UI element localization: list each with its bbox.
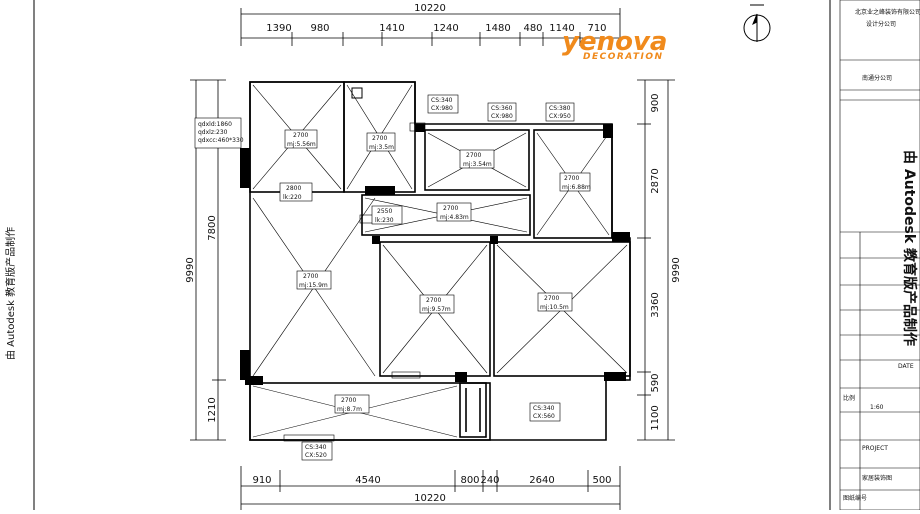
project-label: PROJECT xyxy=(862,445,888,452)
watermark-left: 由 Autodesk 教育版产品制作 xyxy=(4,227,17,360)
window3-cx: CX:950 xyxy=(549,113,571,120)
right-dim-5: 1100 xyxy=(650,405,661,430)
right-dim-3: 3360 xyxy=(650,292,661,317)
bottom-dim-5: 2640 xyxy=(529,475,554,486)
bottom-dim-6: 500 xyxy=(592,475,611,486)
small2-line2: lk:230 xyxy=(375,217,394,224)
hall-height: 2700 xyxy=(443,205,458,212)
hall-label-box xyxy=(436,202,472,222)
drawing-name: 家居装饰图 xyxy=(862,474,892,482)
small1-line2: lk:220 xyxy=(283,194,302,201)
scale-value: 1:60 xyxy=(870,404,884,411)
bed3-area: mj:10.5m xyxy=(540,304,569,311)
door-note-line2: qdxlz:230 xyxy=(198,129,228,136)
living-height: 2700 xyxy=(303,273,318,280)
bed3-height: 2700 xyxy=(544,295,559,302)
room1-height: 2700 xyxy=(293,132,308,139)
top-dim-1: 1390 xyxy=(266,23,291,34)
balcony-area: mj:8.7m xyxy=(337,406,362,413)
top-overall-dimension: 10220 xyxy=(414,3,446,14)
room2-height: 2700 xyxy=(372,135,387,142)
stamp-label: 图纸编号 xyxy=(843,494,867,502)
right-dimension-chain xyxy=(637,79,675,441)
window2-label-box xyxy=(487,102,517,122)
balcony-label-box xyxy=(334,394,370,414)
yenova-logo-sub: DECORATION xyxy=(583,52,664,62)
window1-cs: CS:340 xyxy=(431,97,453,104)
title-block xyxy=(839,0,920,511)
room2-area: mj:3.5m xyxy=(369,144,394,151)
bed2-label-box xyxy=(419,294,455,314)
top-dim-4: 1240 xyxy=(433,23,458,34)
bed3-label-box xyxy=(537,292,573,312)
top-dim-3: 1410 xyxy=(379,23,404,34)
branch-name: 南通分公司 xyxy=(862,74,892,82)
date-label: DATE xyxy=(898,363,914,370)
living-area: mj:15.9m xyxy=(299,282,328,289)
room4-label-box xyxy=(559,172,591,192)
top-dim-7: 1140 xyxy=(549,23,574,34)
bottom-dimension-chain xyxy=(240,466,621,510)
top-dimension-chain xyxy=(240,8,621,46)
window1-label-box xyxy=(427,94,459,114)
bed2-area: mj:9.57m xyxy=(422,306,451,313)
room3-height: 2700 xyxy=(466,152,481,159)
right-dim-1: 900 xyxy=(650,93,661,112)
top-dim-5: 1480 xyxy=(485,23,510,34)
bed2-height: 2700 xyxy=(426,297,441,304)
room4-height: 2700 xyxy=(564,175,579,182)
window3-label-box xyxy=(545,102,575,122)
window5-cx: CX:520 xyxy=(305,452,327,459)
window5-label-box xyxy=(301,441,333,461)
window4-cs: CS:340 xyxy=(533,405,555,412)
small2-line1: 2550 xyxy=(377,208,392,215)
scale-label: 比例 xyxy=(843,394,855,402)
company-line1: 北京业之峰装饰有限公司 xyxy=(855,8,920,16)
bottom-dim-1: 910 xyxy=(252,475,271,486)
structural-columns xyxy=(240,87,630,385)
left-upper-dimension: 7800 xyxy=(207,215,218,240)
window2-cx: CX:980 xyxy=(491,113,513,120)
right-dim-4: 590 xyxy=(650,373,661,392)
window1-cx: CX:980 xyxy=(431,105,453,112)
bottom-overall-dimension: 10220 xyxy=(414,493,446,504)
small1-line1: 2800 xyxy=(286,185,301,192)
top-dim-6: 480 xyxy=(523,23,542,34)
north-arrow-icon xyxy=(743,4,771,42)
hall-area: mj:4.83m xyxy=(440,214,469,221)
right-dim-2: 2870 xyxy=(650,168,661,193)
left-lower-dimension: 1210 xyxy=(207,397,218,422)
room1-label-box xyxy=(284,129,318,149)
room1-area: mj:5.56m xyxy=(287,141,316,148)
right-overall-dimension: 9990 xyxy=(671,257,682,282)
left-overall-dimension: 9990 xyxy=(185,257,196,282)
window4-cx: CX:560 xyxy=(533,413,555,420)
door-note-box xyxy=(194,117,242,149)
company-line2: 设计分公司 xyxy=(866,20,896,28)
window4-label-box xyxy=(529,402,561,422)
room3-label-box xyxy=(459,149,495,169)
balcony-height: 2700 xyxy=(341,397,356,404)
small1-label-box xyxy=(279,182,313,202)
bottom-dim-4: 240 xyxy=(480,475,499,486)
room2-label-box xyxy=(366,132,396,152)
bottom-dim-3: 800 xyxy=(460,475,479,486)
window2-cs: CS:360 xyxy=(491,105,513,112)
room3-area: mj:3.54m xyxy=(463,161,492,168)
window5-cs: CS:340 xyxy=(305,444,327,451)
door-note-line3: qdxcc:460*330 xyxy=(198,137,244,144)
top-dim-8: 710 xyxy=(587,23,606,34)
top-dim-2: 980 xyxy=(310,23,329,34)
living-label-box xyxy=(296,270,332,290)
yenova-logo: yenova xyxy=(562,27,667,57)
window3-cs: CS:380 xyxy=(549,105,571,112)
small2-label-box xyxy=(371,205,403,225)
watermark-right: 由 Autodesk 教育版产品制作 xyxy=(901,150,918,346)
room4-area: mj:6.88m xyxy=(562,184,591,191)
bottom-dim-2: 4540 xyxy=(355,475,380,486)
door-note-line1: qdxld:1860 xyxy=(198,121,232,128)
